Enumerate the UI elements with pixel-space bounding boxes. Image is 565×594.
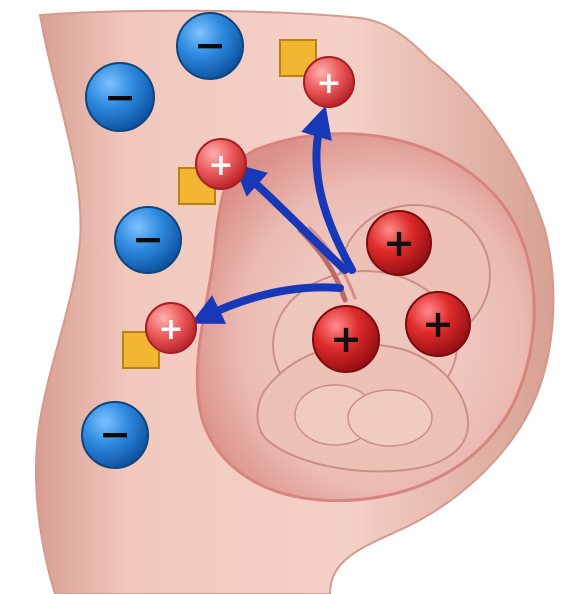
- svg-text:+: +: [208, 148, 233, 183]
- svg-text:+: +: [383, 221, 415, 265]
- positive-charge-crossed: +: [304, 57, 354, 107]
- svg-text:+: +: [330, 317, 362, 361]
- positive-charge-crossed: +: [146, 303, 196, 353]
- negative-charge: −: [86, 63, 154, 131]
- svg-text:+: +: [316, 66, 341, 101]
- negative-charge: −: [177, 13, 243, 79]
- svg-text:−: −: [104, 75, 136, 119]
- positive-charge: +: [367, 211, 431, 275]
- svg-text:+: +: [158, 312, 183, 347]
- positive-charge: +: [406, 292, 470, 356]
- svg-text:−: −: [99, 412, 131, 456]
- positive-charge-crossed: +: [196, 139, 246, 189]
- svg-text:−: −: [194, 23, 226, 67]
- svg-text:−: −: [132, 217, 164, 261]
- positive-charge: +: [313, 306, 379, 372]
- negative-charge: −: [115, 207, 181, 273]
- negative-charge: −: [82, 402, 148, 468]
- svg-text:+: +: [422, 302, 454, 346]
